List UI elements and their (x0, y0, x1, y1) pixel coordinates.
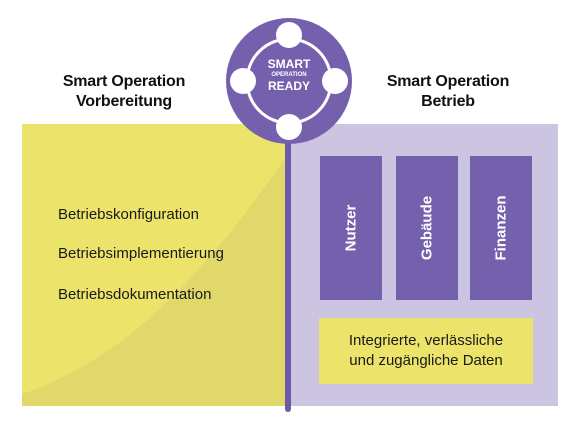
operation-area-label: Gebäude (418, 195, 436, 261)
operation-area-label: Finanzen (492, 195, 510, 261)
badge-node-icon (322, 68, 348, 94)
badge-node-icon (276, 114, 302, 140)
badge-line1: SMART (267, 57, 311, 71)
preparation-step: Betriebsimplementierung (58, 245, 224, 262)
preparation-heading: Smart Operation Vorbereitung (24, 72, 224, 112)
badge-node-icon (276, 22, 302, 48)
preparation-gradient-curve (22, 154, 288, 406)
phase-divider (285, 60, 291, 412)
operation-area-label: Nutzer (342, 204, 360, 252)
preparation-heading-line1: Smart Operation (62, 73, 186, 90)
preparation-panel (22, 124, 288, 406)
preparation-heading-line2: Vorbereitung (76, 93, 172, 110)
operation-heading-line2: Betrieb (421, 93, 475, 110)
operation-heading-line1: Smart Operation (386, 73, 510, 90)
operation-heading: Smart Operation Betrieb (348, 72, 548, 112)
badge-node-icon (230, 68, 256, 94)
data-box-line1: Integrierte, verlässliche (348, 332, 504, 349)
badge-line3: READY (267, 79, 310, 93)
operation-area-finance: Finanzen (470, 156, 532, 300)
badge-text: SMART OPERATION READY (226, 58, 352, 93)
preparation-step: Betriebsdokumentation (58, 286, 212, 303)
operation-area-users: Nutzer (320, 156, 382, 300)
preparation-step: Betriebskonfiguration (58, 206, 199, 223)
data-box-line2: und zugängliche Daten (349, 352, 503, 369)
smart-operation-ready-badge: SMART OPERATION READY (226, 18, 352, 144)
integrated-data-box: Integrierte, verlässliche und zugänglich… (319, 318, 533, 384)
operation-area-building: Gebäude (396, 156, 458, 300)
badge-line2: OPERATION (271, 72, 307, 78)
